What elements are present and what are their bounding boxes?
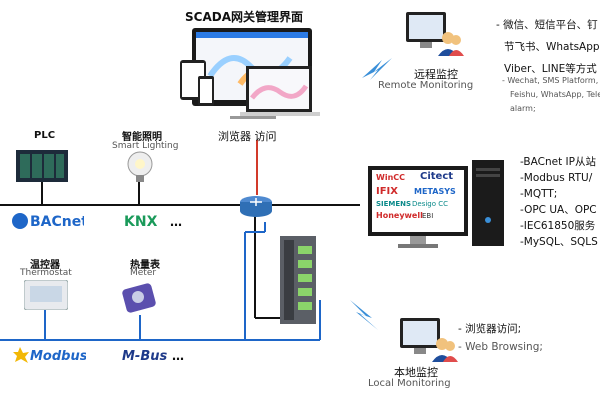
browser-access-label: 浏览器 访问 bbox=[218, 130, 277, 143]
lightbulb-icon bbox=[127, 151, 153, 182]
scada-monitor-icon bbox=[368, 166, 468, 248]
remote-label-en: Remote Monitoring bbox=[378, 80, 474, 91]
brand-ebi: EBI bbox=[422, 212, 434, 220]
remote-channels-list-en: - Wechat, SMS Platform, D Feishu, WhatsA… bbox=[502, 76, 600, 113]
remote-channels-list: - 微信、短信平台、钉 节飞书、WhatsApp Viber、LINE等方式 bbox=[496, 19, 600, 75]
scada-screens-illustration bbox=[180, 28, 320, 119]
tower-pc-icon bbox=[472, 160, 504, 246]
knx-logo-text: KNX bbox=[124, 214, 158, 230]
brand-metasys: METASYS bbox=[414, 187, 456, 196]
local-user-icon bbox=[400, 318, 458, 362]
meter-label-en: Meter bbox=[130, 268, 157, 278]
bacnet-logo-text: BACnet bbox=[30, 214, 84, 230]
local-bolt-icon bbox=[350, 300, 378, 330]
thermostat-label-cn: 温控器 bbox=[30, 260, 60, 271]
thermostat-icon bbox=[24, 280, 68, 310]
lighting-label-cn: 智能照明 bbox=[122, 132, 162, 143]
brand-honeywell: Honeywell bbox=[376, 211, 423, 220]
knx-ellipsis: … bbox=[170, 215, 182, 229]
plc-label: PLC bbox=[34, 130, 56, 141]
protocol-list: -BACnet IP从站 -Modbus RTU/ -MQTT; -OPC UA… bbox=[520, 156, 598, 248]
brand-desigo: Desigo CC bbox=[412, 200, 449, 208]
mbus-logo-text: M-Bus bbox=[122, 349, 167, 364]
bacnet-logo-icon: BACnet bbox=[12, 213, 84, 230]
mbus-ellipsis: … bbox=[172, 349, 184, 363]
page-title: SCADA网关管理界面 bbox=[185, 10, 303, 24]
meter-icon bbox=[122, 283, 156, 313]
remote-user-icon bbox=[406, 12, 464, 56]
brand-wincc: WinCC bbox=[376, 173, 406, 182]
lighting-label-en: Smart Lighting bbox=[112, 141, 179, 151]
brand-ifix: IFIX bbox=[376, 186, 398, 197]
local-label-cn: 本地监控 bbox=[394, 366, 438, 379]
meter-label-cn: 热量表 bbox=[130, 260, 160, 271]
gateway-device-icon bbox=[280, 236, 316, 324]
remote-label-cn: 远程监控 bbox=[414, 68, 458, 81]
brand-siemens: SIEMENS bbox=[376, 200, 412, 208]
modbus-logo-text: Modbus bbox=[30, 349, 86, 364]
remote-bolt-icon bbox=[362, 58, 392, 80]
router-icon bbox=[240, 196, 272, 217]
modbus-logo-icon: Modbus bbox=[13, 347, 86, 364]
plc-icon bbox=[16, 150, 68, 182]
knx-logo-icon: KNX … bbox=[124, 214, 182, 230]
local-access-list: - 浏览器访问; - Web Browsing; bbox=[458, 323, 543, 353]
brand-citect: Citect bbox=[420, 171, 454, 182]
mbus-logo-icon: M-Bus … bbox=[122, 349, 184, 364]
thermostat-label-en: Thermostat bbox=[20, 268, 72, 278]
local-label-en: Local Monitoring bbox=[368, 378, 451, 389]
